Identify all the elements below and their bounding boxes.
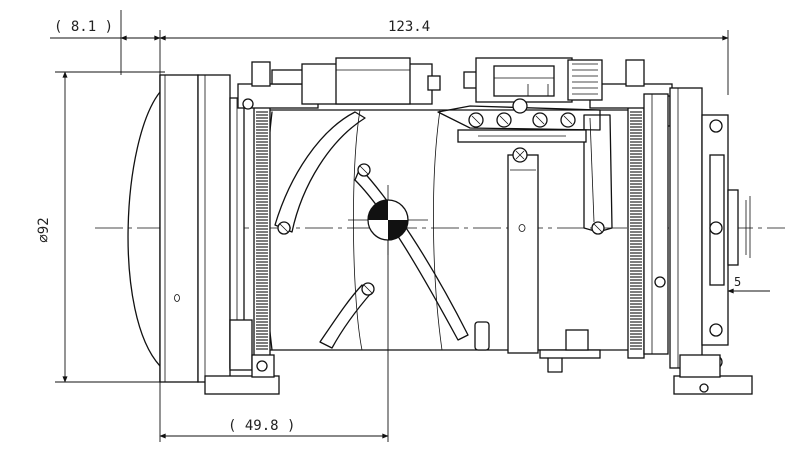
right-gear	[627, 99, 645, 359]
dim-label-focus: ( 49.8 )	[228, 418, 295, 434]
foot-right	[673, 375, 753, 395]
dim-label-flange: ( 8.1 )	[54, 19, 113, 35]
focus-ring-front	[197, 74, 231, 383]
center-of-gravity-symbol	[348, 185, 428, 255]
motor-left-body	[335, 57, 411, 105]
dim-label-step: 5	[734, 275, 741, 289]
left-gear	[253, 99, 271, 359]
front-lens-barrel	[159, 74, 199, 383]
screw-bracket	[437, 98, 601, 163]
barrel-contour-2	[433, 109, 443, 351]
top-frame-group	[237, 57, 673, 127]
right-slot	[583, 114, 613, 233]
front-flange-lower	[229, 319, 253, 371]
dim-label-overall: 123.4	[388, 19, 430, 35]
barrel-contour-1	[353, 109, 363, 351]
dim-label-diameter: ⌀92	[36, 217, 52, 242]
foot-left	[204, 375, 280, 395]
rear-connector	[727, 189, 739, 266]
middle-guide-bar	[507, 154, 539, 354]
front-lens-dome	[127, 91, 161, 367]
base-feet	[204, 354, 753, 395]
rear-mount-group	[643, 87, 751, 369]
cam-slot-upper	[274, 111, 366, 233]
front-barrel-hole	[174, 294, 180, 302]
front-lens-group	[127, 74, 253, 383]
rear-flange	[669, 87, 703, 369]
cam-slot-diagonal	[354, 167, 469, 341]
main-barrel-group	[263, 109, 641, 373]
rear-ring	[643, 93, 669, 355]
